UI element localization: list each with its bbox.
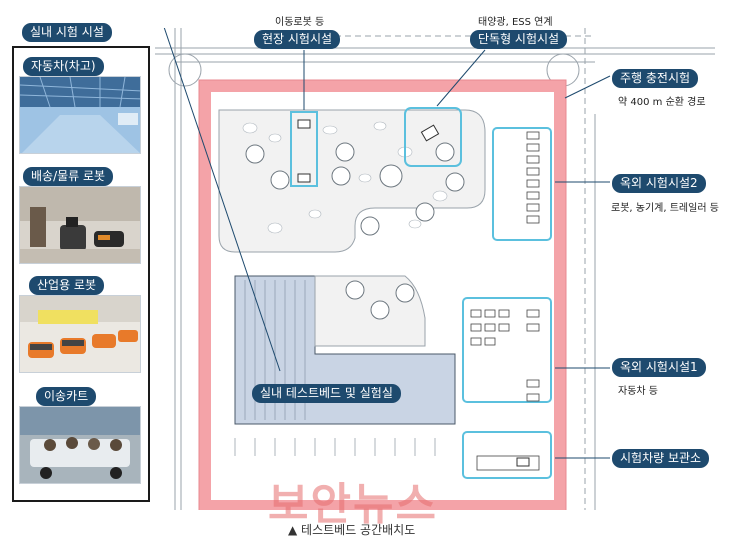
figure-caption: ▲ 테스트베드 공간배치도: [288, 523, 416, 537]
indoor-facility-tag: 실내 시험 시설: [22, 23, 112, 42]
delivery-robot-photo: [19, 186, 141, 264]
garage-photo: [19, 76, 141, 154]
industrial-robot-photo: [19, 295, 141, 373]
outdoor1-note: 자동차 등: [618, 386, 658, 397]
field-test-tag: 현장 시험시설: [254, 30, 341, 49]
transport-cart-photo: [19, 406, 141, 484]
vehicle-garage-tag: 자동차(차고): [23, 57, 104, 76]
driving-note: 약 400 m 순환 경로: [618, 97, 706, 108]
driving-test-tag: 주행 충전시험: [612, 69, 699, 88]
watermark: 보안뉴스: [268, 479, 438, 530]
outdoor1-tag: 옥외 시험시설1: [612, 358, 706, 377]
standalone-test-tag: 단독형 시험시설: [470, 30, 568, 49]
storage-tag: 시험차량 보관소: [612, 449, 710, 468]
standalone-note: 태양광, ESS 연계: [478, 17, 553, 28]
outdoor2-tag: 옥외 시험시설2: [612, 174, 706, 193]
delivery-robot-tag: 배송/물류 로봇: [23, 167, 114, 186]
industrial-robot-tag: 산업용 로봇: [29, 276, 105, 295]
transport-cart-tag: 이송카트: [36, 387, 97, 406]
indoor-testbed-tag: 실내 테스트베드 및 실험실: [252, 384, 401, 403]
outdoor2-note: 로봇, 농기계, 트레일러 등: [611, 203, 719, 214]
field-test-note: 이동로봇 등: [275, 17, 325, 28]
